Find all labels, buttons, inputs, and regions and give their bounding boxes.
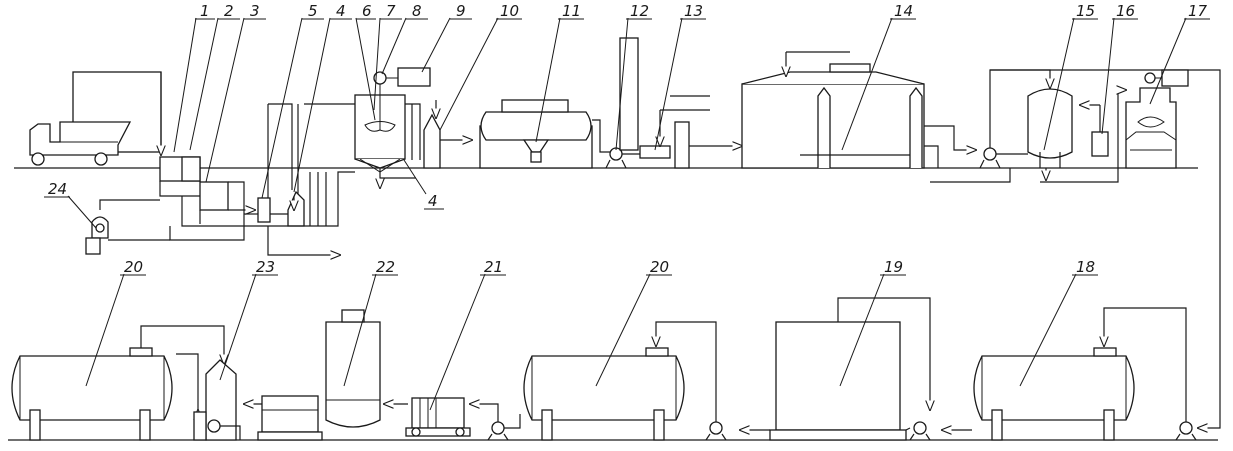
- label-22: 22: [376, 258, 395, 276]
- label-2: 2: [224, 2, 234, 20]
- label-6: 6: [362, 2, 372, 20]
- label-14: 14: [894, 2, 913, 20]
- item-labels: 1 2 3 5 4 6 7 8 9 10 11 12 13 14 15 16 1…: [44, 2, 1210, 276]
- centrifuge-17: [1125, 69, 1189, 169]
- column-22: [325, 309, 408, 428]
- label-13: 13: [684, 2, 703, 20]
- label-12: 12: [630, 2, 649, 20]
- filter-press: [244, 395, 323, 441]
- label-20-middle: 20: [650, 258, 669, 276]
- tank-19: [769, 297, 930, 441]
- label-4-top: 4: [336, 2, 346, 20]
- tank-14: [741, 51, 976, 169]
- label-20-left: 20: [124, 258, 143, 276]
- pump-20: [705, 421, 770, 441]
- label-3: 3: [250, 2, 260, 20]
- label-23: 23: [256, 258, 275, 276]
- label-5: 5: [308, 2, 318, 20]
- label-1: 1: [200, 2, 210, 20]
- cyclone-10: [423, 100, 472, 169]
- pump-15-feed: [930, 69, 1221, 408]
- pump-18: [1175, 408, 1221, 441]
- label-9: 9: [456, 2, 466, 20]
- pump-21: [487, 414, 521, 441]
- label-15: 15: [1076, 2, 1095, 20]
- label-7: 7: [386, 2, 396, 20]
- label-11: 11: [562, 2, 581, 20]
- label-4-bottom: 4: [428, 192, 438, 210]
- equipment-1-2-3: [159, 156, 255, 227]
- leader-lines: [67, 17, 1187, 411]
- label-8: 8: [412, 2, 422, 20]
- label-21: 21: [484, 258, 503, 276]
- label-10: 10: [500, 2, 519, 20]
- filter-21: [405, 397, 499, 437]
- drum-dryer-11: [479, 99, 610, 169]
- storage-tank-18: [973, 307, 1187, 441]
- label-18: 18: [1076, 258, 1095, 276]
- pump-24: [85, 199, 170, 255]
- label-16: 16: [1116, 2, 1135, 20]
- storage-tank-20-left: [11, 325, 224, 441]
- vessel-15: [1027, 88, 1101, 168]
- equipment-5-4: [169, 103, 355, 255]
- label-17: 17: [1188, 2, 1208, 20]
- label-24: 24: [48, 180, 67, 198]
- label-19: 19: [884, 258, 903, 276]
- storage-tank-20-middle: [523, 321, 717, 441]
- dump-truck: [29, 71, 161, 166]
- reactor-6: [354, 67, 431, 188]
- pump-19: [909, 421, 972, 441]
- separator-23: [176, 353, 241, 441]
- pump-12: [605, 147, 640, 169]
- column-13: [619, 37, 742, 169]
- vessel-16: [1040, 90, 1126, 183]
